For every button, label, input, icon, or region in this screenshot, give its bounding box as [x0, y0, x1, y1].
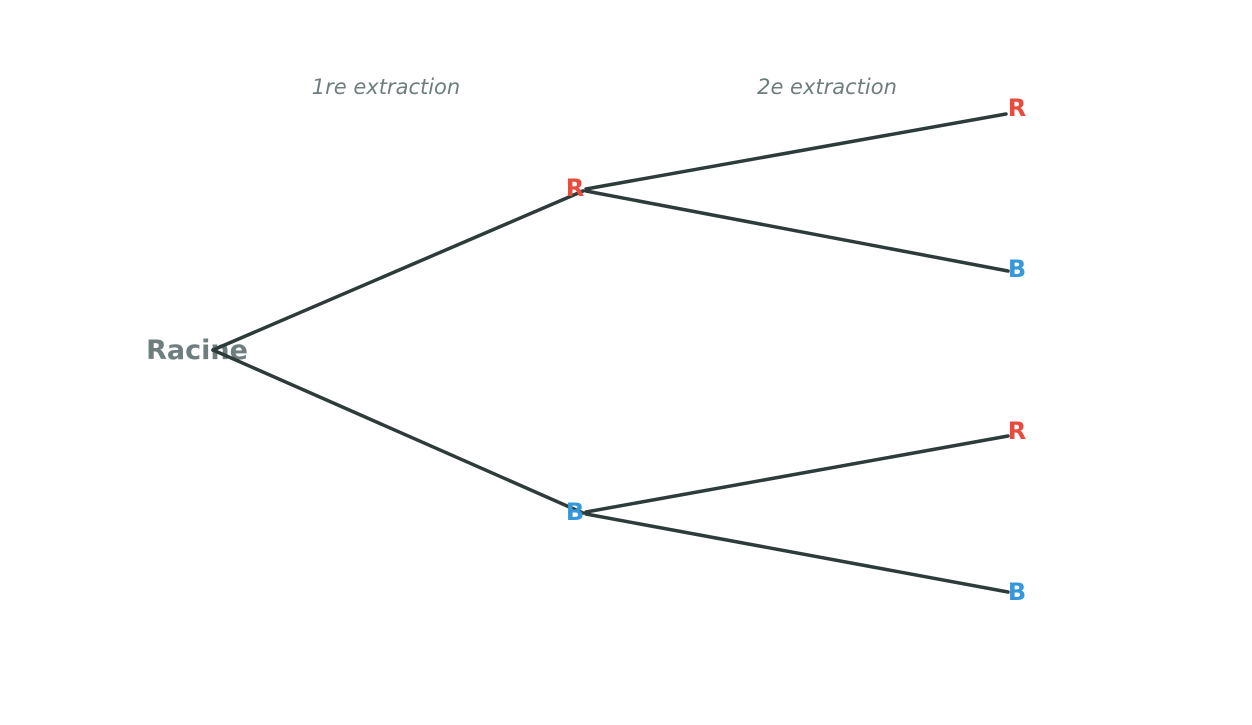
edge-r-to-rr — [584, 112, 1008, 191]
edge-b-to-br — [584, 434, 1010, 514]
edge-root-to-b — [211, 348, 585, 515]
label-second-extraction: 2e extraction — [757, 75, 897, 99]
node-level2-rb: B — [1008, 255, 1026, 283]
edge-r-to-rb — [584, 189, 1010, 273]
label-first-extraction: 1re extraction — [312, 75, 460, 99]
node-root-racine: Racine — [146, 335, 248, 366]
node-level2-br: R — [1008, 417, 1026, 445]
edge-b-to-bb — [584, 512, 1010, 594]
node-level1-r: R — [566, 174, 584, 202]
node-level2-bb: B — [1008, 578, 1026, 606]
node-level2-rr: R — [1008, 94, 1026, 122]
edge-root-to-r — [211, 189, 585, 352]
node-level1-b: B — [566, 498, 584, 526]
